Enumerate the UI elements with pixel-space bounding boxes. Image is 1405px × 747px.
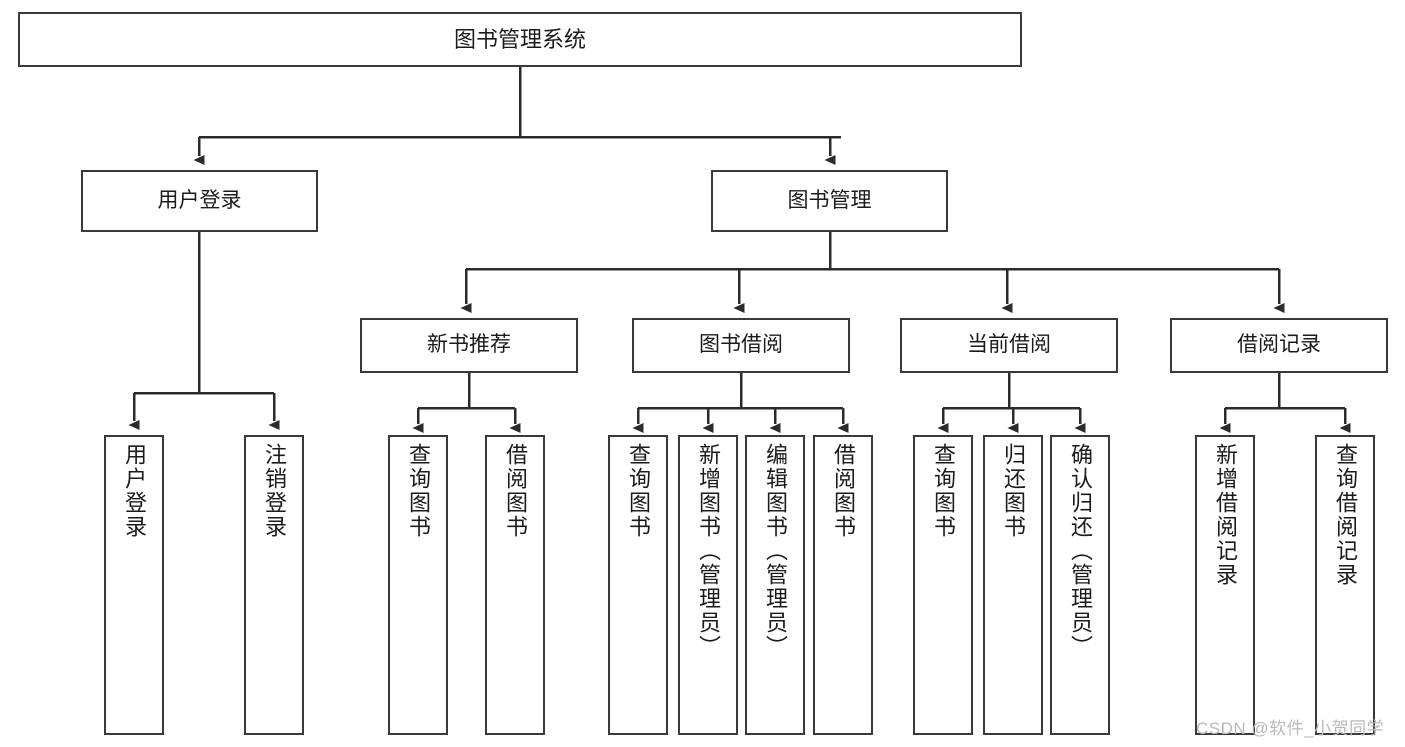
node-current-borrow[interactable]: 当前借阅: [900, 318, 1118, 373]
node-leaf-edit-book[interactable]: 编辑图书（管理员）: [745, 435, 805, 735]
node-leaf-query-book-2-label: 查询图书: [626, 443, 651, 539]
node-leaf-borrow-book-2[interactable]: 借阅图书: [813, 435, 873, 735]
node-user-login[interactable]: 用户登录: [81, 170, 318, 232]
node-leaf-add-book[interactable]: 新增图书（管理员）: [678, 435, 738, 735]
node-leaf-borrow-book-2-label: 借阅图书: [831, 443, 856, 539]
node-leaf-logout-label: 注销登录: [262, 443, 287, 539]
node-leaf-return-book[interactable]: 归还图书: [983, 435, 1043, 735]
node-leaf-confirm-return[interactable]: 确认归还（管理员）: [1050, 435, 1110, 735]
node-current-borrow-label: 当前借阅: [967, 333, 1051, 357]
node-leaf-query-record[interactable]: 查询借阅记录: [1315, 435, 1375, 735]
watermark-text: CSDN @软件_小贺同学: [1196, 719, 1385, 738]
node-leaf-add-book-label: 新增图书（管理员）: [696, 443, 721, 659]
node-leaf-user-login[interactable]: 用户登录: [104, 435, 164, 735]
node-leaf-query-book-2[interactable]: 查询图书: [608, 435, 668, 735]
node-root-label: 图书管理系统: [453, 26, 586, 52]
node-new-book-rec[interactable]: 新书推荐: [360, 318, 578, 373]
node-leaf-logout[interactable]: 注销登录: [244, 435, 304, 735]
node-book-borrow-label: 图书借阅: [699, 333, 783, 357]
node-leaf-user-login-label: 用户登录: [122, 443, 147, 539]
node-leaf-query-record-label: 查询借阅记录: [1333, 443, 1358, 587]
node-leaf-add-record[interactable]: 新增借阅记录: [1195, 435, 1255, 735]
node-leaf-return-book-label: 归还图书: [1001, 443, 1026, 539]
node-book-manage-label: 图书管理: [787, 188, 872, 212]
node-root[interactable]: 图书管理系统: [18, 12, 1022, 67]
node-leaf-query-book-1[interactable]: 查询图书: [388, 435, 448, 735]
node-leaf-borrow-book-1[interactable]: 借阅图书: [485, 435, 545, 735]
node-new-book-rec-label: 新书推荐: [427, 333, 511, 357]
node-book-manage[interactable]: 图书管理: [711, 170, 948, 232]
node-leaf-edit-book-label: 编辑图书（管理员）: [763, 443, 788, 659]
node-leaf-query-book-3-label: 查询图书: [931, 443, 956, 539]
node-borrow-record-label: 借阅记录: [1237, 333, 1321, 357]
node-leaf-add-record-label: 新增借阅记录: [1213, 443, 1238, 587]
node-leaf-borrow-book-1-label: 借阅图书: [503, 443, 528, 539]
node-book-borrow[interactable]: 图书借阅: [632, 318, 850, 373]
node-leaf-query-book-3[interactable]: 查询图书: [913, 435, 973, 735]
node-leaf-query-book-1-label: 查询图书: [406, 443, 431, 539]
node-borrow-record[interactable]: 借阅记录: [1170, 318, 1388, 373]
node-leaf-confirm-return-label: 确认归还（管理员）: [1068, 443, 1093, 659]
node-user-login-label: 用户登录: [157, 188, 242, 212]
